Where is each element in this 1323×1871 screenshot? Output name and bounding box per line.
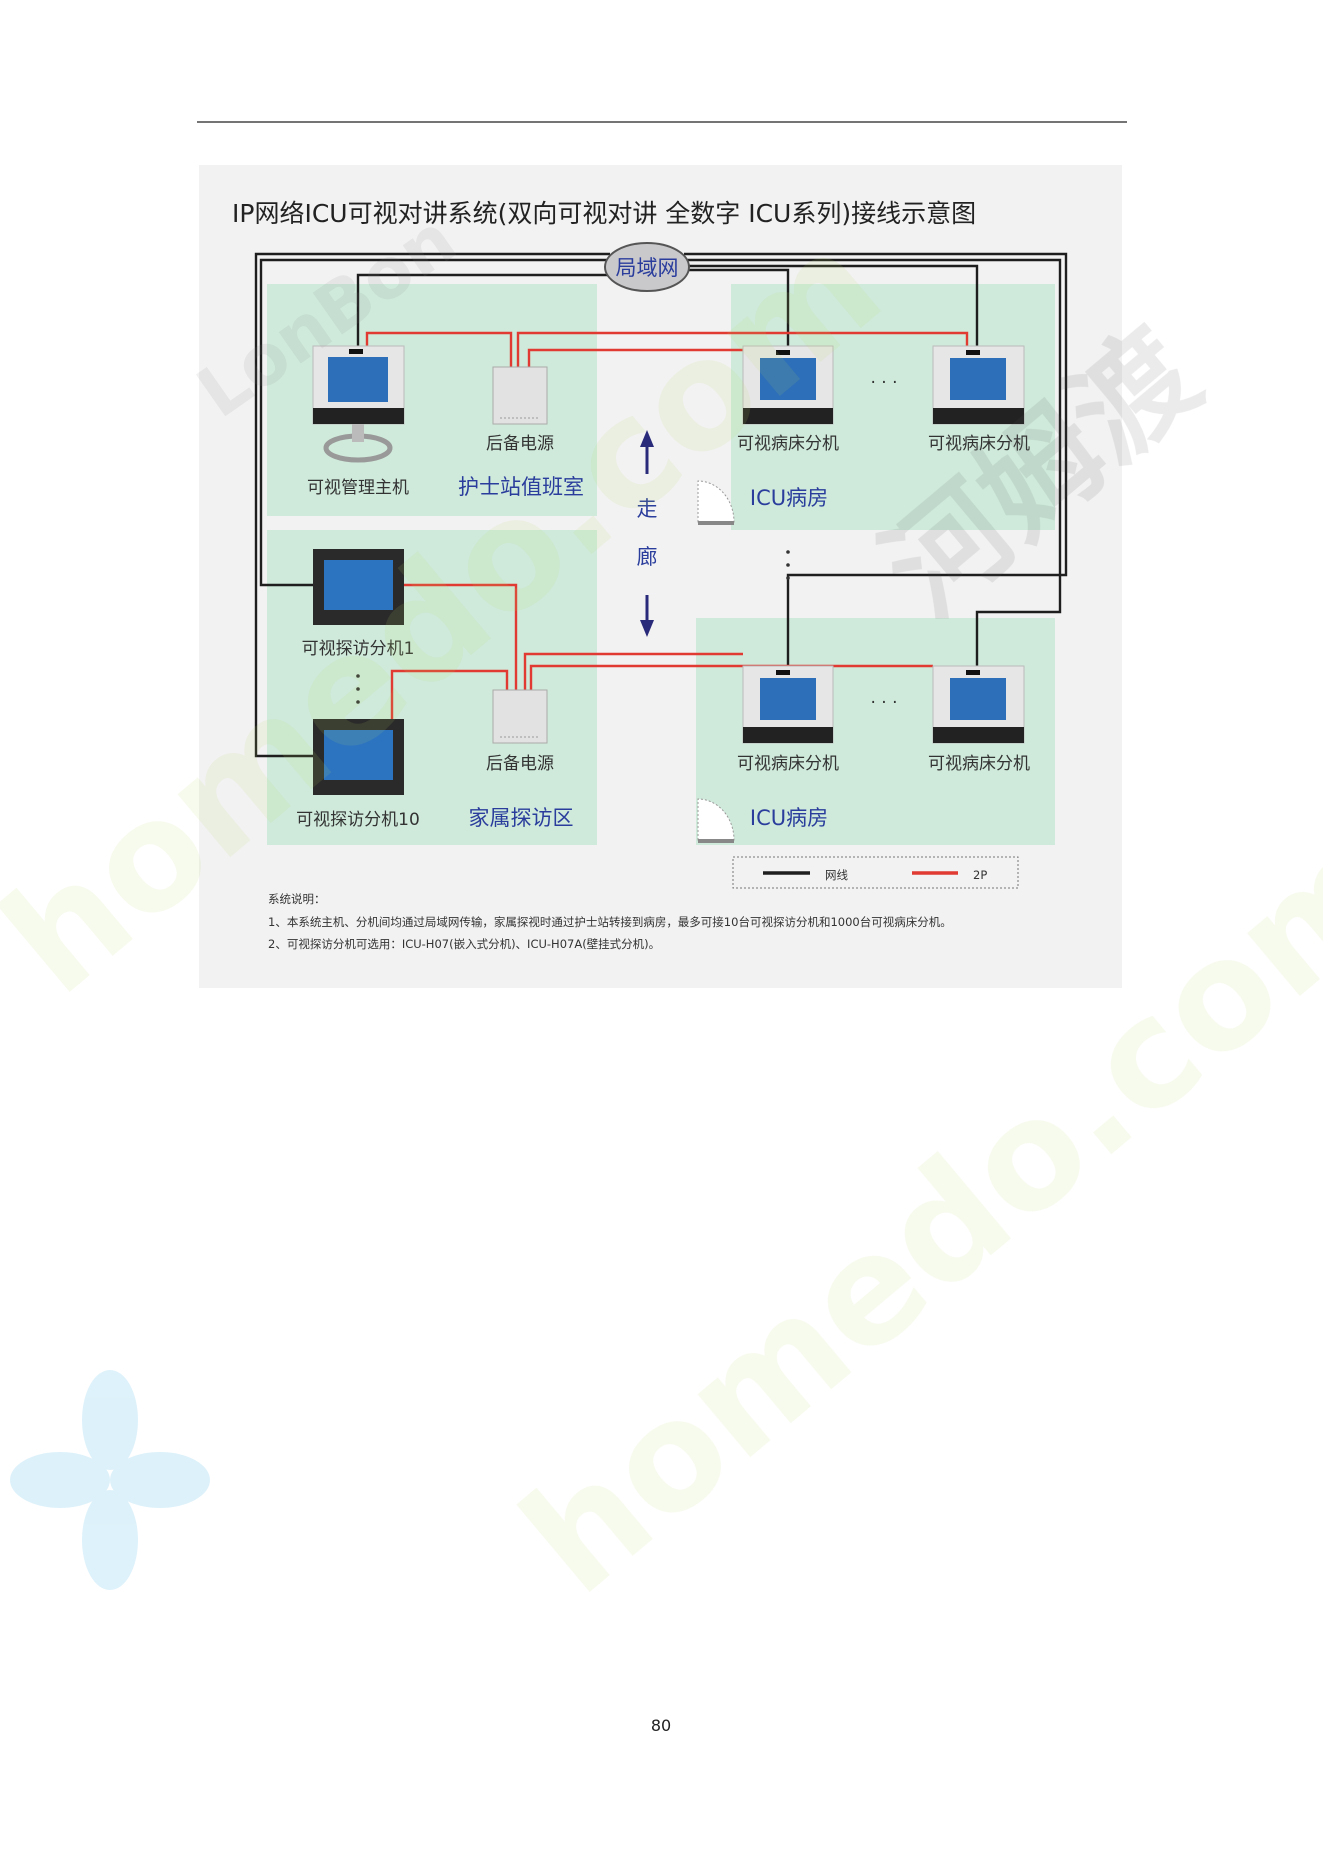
visit-unit-10-label: 可视探访分机10 <box>296 810 420 830</box>
lan-node: 局域网 <box>604 242 690 292</box>
backup-power-bottom-label: 后备电源 <box>486 754 554 774</box>
bed-unit-top-1 <box>742 345 834 425</box>
zone-label-icu-bottom: ICU病房 <box>750 806 828 830</box>
corridor-label-2: 廊 <box>637 545 658 569</box>
visit-unit-1-device <box>313 549 404 625</box>
bed-unit-top-2 <box>932 345 1025 425</box>
legend: 网线 2P <box>732 856 1019 889</box>
corridor-label-1: 走 <box>637 497 658 521</box>
backup-power-top-device <box>492 366 548 425</box>
management-host-label: 可视管理主机 <box>307 478 409 498</box>
wiring-diagram: IP网络ICU可视对讲系统(双向可视对讲 全数字 ICU系列)接线示意图 <box>199 165 1122 988</box>
legend-label-2p: 2P <box>973 868 987 882</box>
bed-unit-bottom-2 <box>932 665 1025 744</box>
lan-label: 局域网 <box>616 256 679 280</box>
legend-label-network: 网线 <box>825 868 848 882</box>
network-cables <box>254 252 1068 758</box>
zone-label-family-visit: 家属探访区 <box>469 806 574 830</box>
page-number: 80 <box>651 1716 671 1735</box>
zone-label-icu-top: ICU病房 <box>750 486 828 510</box>
note-item-2: 2、可视探访分机可选用：ICU-H07(嵌入式分机)、ICU-H07A(壁挂式分… <box>268 937 660 951</box>
notes-heading: 系统说明： <box>268 892 326 906</box>
arrow-up-icon <box>640 430 654 447</box>
visit-unit-10-device <box>313 719 404 795</box>
door-icon <box>697 798 735 841</box>
backup-power-top-label: 后备电源 <box>486 434 554 454</box>
flower-logo-watermark <box>10 1370 210 1590</box>
vertical-dots <box>356 550 790 704</box>
bed-unit-bottom-1 <box>742 665 834 744</box>
bed-unit-devices <box>742 345 1025 744</box>
backup-power-bottom-device <box>492 689 548 744</box>
note-item-1: 1、本系统主机、分机间均通过局域网传输，家属探视时通过护士站转接到病房，最多可接… <box>268 915 952 929</box>
corridor-arrows <box>640 430 654 637</box>
visit-unit-1-label: 可视探访分机1 <box>302 639 415 659</box>
ellipsis-bottom: · · · <box>870 693 897 713</box>
ellipsis-top: · · · <box>870 373 897 393</box>
bed-unit-bottom-2-label: 可视病床分机 <box>928 754 1030 774</box>
bed-unit-top-1-label: 可视病床分机 <box>737 434 839 454</box>
bed-unit-top-2-label: 可视病床分机 <box>928 434 1030 454</box>
zone-label-nurse-station: 护士站值班室 <box>458 475 584 499</box>
arrow-down-icon <box>640 620 654 637</box>
diagram-title: IP网络ICU可视对讲系统(双向可视对讲 全数字 ICU系列)接线示意图 <box>232 199 976 228</box>
door-icon <box>697 480 735 523</box>
management-host-device <box>312 345 405 463</box>
bed-unit-bottom-1-label: 可视病床分机 <box>737 754 839 774</box>
2p-cables <box>365 331 969 719</box>
